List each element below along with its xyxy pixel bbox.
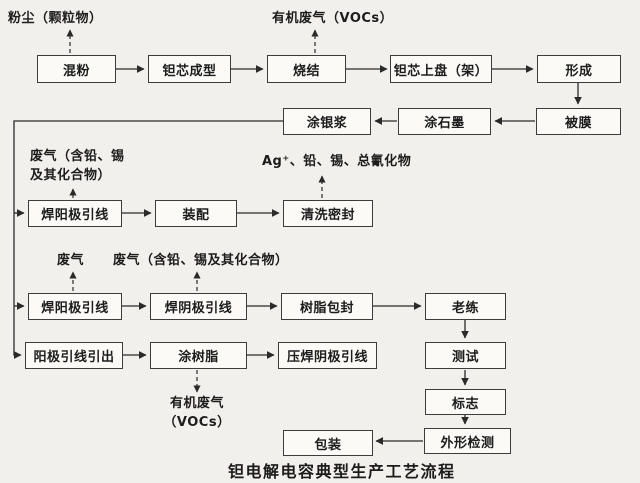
label-voc-emission-bottom-line1: 有机废气 bbox=[169, 396, 224, 411]
box-resin-encapsulation: 树脂包封 bbox=[281, 293, 373, 320]
box-graphite-coating: 涂石墨 bbox=[398, 108, 491, 135]
label-dust-emission: 粉尘（颗粒物） bbox=[8, 11, 103, 26]
label-voc-emission-bottom: 有机废气 （VOCs） bbox=[155, 394, 239, 432]
label-waste-gas-pb-sn-1-line1: 废气（含铅、锡 bbox=[30, 149, 125, 164]
box-aging: 老练 bbox=[425, 293, 506, 320]
label-waste-gas-pb-sn-1-line2: 及其化合物） bbox=[30, 168, 112, 183]
box-appearance-inspection: 外形检测 bbox=[424, 428, 511, 454]
box-core-forming: 钽芯成型 bbox=[148, 55, 231, 83]
label-waste-gas-pb-sn-2: 废气（含铅、锡及其化合物） bbox=[113, 253, 289, 268]
label-waste-gas: 废气 bbox=[57, 253, 85, 268]
box-press-weld-cathode: 压焊阴极引线 bbox=[278, 342, 377, 369]
box-resin-coating: 涂树脂 bbox=[150, 342, 247, 369]
box-weld-anode-lead-2: 焊阳极引线 bbox=[28, 293, 122, 320]
label-ag-pb-sn-cyanide: Ag⁺、铅、锡、总氰化物 bbox=[262, 154, 412, 169]
box-packaging: 包装 bbox=[283, 430, 373, 456]
box-weld-cathode-lead: 焊阴极引线 bbox=[150, 293, 247, 320]
box-clean-seal: 清洗密封 bbox=[283, 200, 373, 227]
label-waste-gas-pb-sn-1: 废气（含铅、锡 及其化合物） bbox=[30, 147, 125, 185]
box-mix-powder: 混粉 bbox=[37, 55, 116, 83]
box-sintering: 烧结 bbox=[267, 55, 346, 83]
box-testing: 测试 bbox=[425, 342, 506, 369]
box-silver-paste: 涂银浆 bbox=[283, 108, 371, 135]
box-formation: 形成 bbox=[537, 55, 621, 83]
box-assembly: 装配 bbox=[155, 200, 237, 227]
box-core-loading: 钽芯上盘（架） bbox=[390, 55, 492, 83]
box-marking: 标志 bbox=[425, 389, 506, 415]
label-voc-emission-bottom-line2: （VOCs） bbox=[163, 415, 231, 430]
box-weld-anode-lead-1: 焊阳极引线 bbox=[28, 200, 122, 227]
diagram-title: 钽电解电容典型生产工艺流程 bbox=[228, 462, 456, 481]
box-anode-lead-out: 阳极引线引出 bbox=[25, 342, 123, 369]
label-voc-emission-top: 有机废气（VOCs） bbox=[272, 11, 394, 26]
box-film-coating: 被膜 bbox=[536, 108, 621, 135]
